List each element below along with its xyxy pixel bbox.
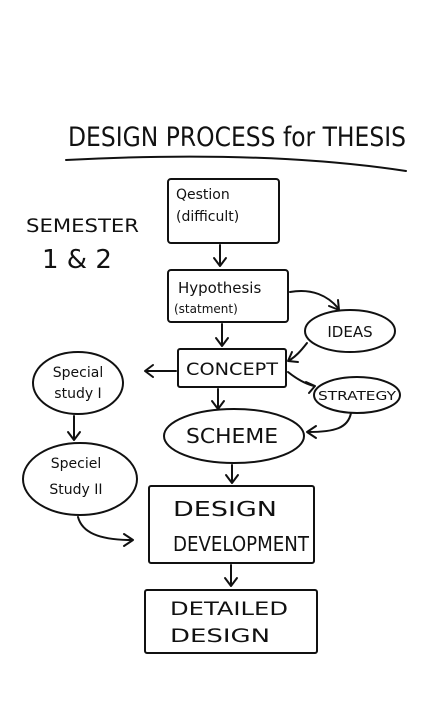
special-study-2-sublabel: Study II [49, 482, 102, 498]
diagram-title: DESIGN PROCESS for THESIS [68, 122, 406, 153]
hypothesis-label: Hypothesis [178, 279, 261, 297]
ideas-node: IDEAS [304, 309, 396, 353]
question-label: Qestion [176, 187, 230, 203]
arrow-ideas-to-concept [287, 342, 308, 363]
arrow-question-to-hypothesis [213, 244, 227, 267]
strategy-node: STRATEGY [313, 376, 401, 414]
arrow-design-development-to-detailed-design [224, 564, 238, 587]
special-study-2-label: Speciel [51, 456, 101, 472]
concept-node: CONCEPT [177, 348, 287, 388]
arrow-concept-to-special-study-1 [144, 364, 177, 378]
detailed-design-label: DETAILED [170, 598, 288, 620]
special-study-1-label: Special [53, 365, 103, 381]
scheme-label: SCHEME [186, 424, 278, 448]
detailed-design-node: DETAILED DESIGN [144, 589, 318, 654]
arrow-scheme-to-design-development [225, 464, 239, 484]
arrow-hypothesis-to-ideas [289, 290, 340, 311]
hypothesis-node: Hypothesis (statment) [167, 269, 289, 323]
special-study-2-node: Speciel Study II [22, 442, 138, 516]
design-development-label: DESIGN [173, 497, 277, 521]
question-sublabel: (difficult) [176, 209, 239, 225]
scheme-node: SCHEME [163, 408, 305, 464]
arrow-concept-to-scheme [211, 388, 225, 410]
title-underline [65, 155, 407, 172]
semester-label: SEMESTER [26, 215, 139, 237]
design-development-sublabel: DEVELOPMENT [173, 532, 310, 556]
ideas-label: IDEAS [327, 323, 372, 341]
design-development-node: DESIGN DEVELOPMENT [148, 485, 315, 564]
arrow-hypothesis-to-concept [215, 323, 229, 347]
question-node: Qestion (difficult) [167, 178, 280, 244]
concept-label: CONCEPT [186, 360, 279, 380]
arrow-concept-to-strategy [287, 371, 316, 394]
special-study-1-sublabel: study I [54, 386, 101, 402]
detailed-design-sublabel: DESIGN [170, 625, 270, 647]
arrow-special-study-1-to-2 [67, 415, 81, 441]
arrow-special-study-2-to-design-development [77, 516, 134, 547]
arrow-strategy-to-scheme [306, 412, 352, 439]
semester-numbers: 1 & 2 [42, 245, 112, 275]
special-study-1-node: Special study I [32, 351, 124, 415]
strategy-label: STRATEGY [318, 389, 397, 403]
hypothesis-sublabel: (statment) [174, 302, 238, 316]
